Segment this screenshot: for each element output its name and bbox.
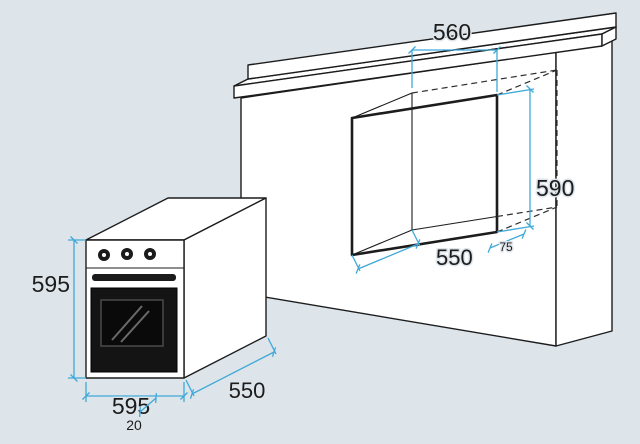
oven-knobs: [98, 248, 156, 261]
backsplash: [247, 12, 617, 80]
window-reflection: [111, 305, 150, 343]
dim-niche-width: 560: [408, 18, 501, 92]
label-niche-depth: 550: [436, 245, 473, 270]
counter-right-cap: [601, 26, 617, 47]
knob-center-dot: [148, 252, 152, 256]
oven-door-handle: [92, 274, 176, 281]
dim-niche-height: 590: [496, 85, 576, 233]
dim-oven-height: 595: [30, 236, 86, 382]
label-niche-width: 560: [433, 19, 471, 45]
built-in-oven: [85, 197, 267, 379]
dim-niche-depth: 550: [351, 229, 474, 274]
label-oven-depth: 550: [229, 378, 266, 403]
dimension-annotations: 560 590 75 550 595: [30, 18, 576, 435]
dim-oven-depth: 550: [185, 337, 277, 405]
knob-center-dot: [125, 252, 129, 256]
dim-rear-gap: 75: [487, 229, 527, 256]
label-oven-width: 595: [112, 393, 150, 419]
niche-opening-frame: [350, 93, 499, 257]
knob-center-dot: [102, 253, 106, 257]
label-clearance: 20: [126, 417, 142, 433]
dim-clearance: 20: [125, 393, 157, 435]
oven-niche: [350, 69, 558, 257]
dim-oven-width: 595: [82, 382, 188, 421]
label-oven-height: 595: [32, 271, 70, 297]
label-rear-gap: 75: [499, 240, 513, 254]
oven-door-window: [100, 299, 164, 347]
label-niche-height: 590: [536, 175, 574, 201]
